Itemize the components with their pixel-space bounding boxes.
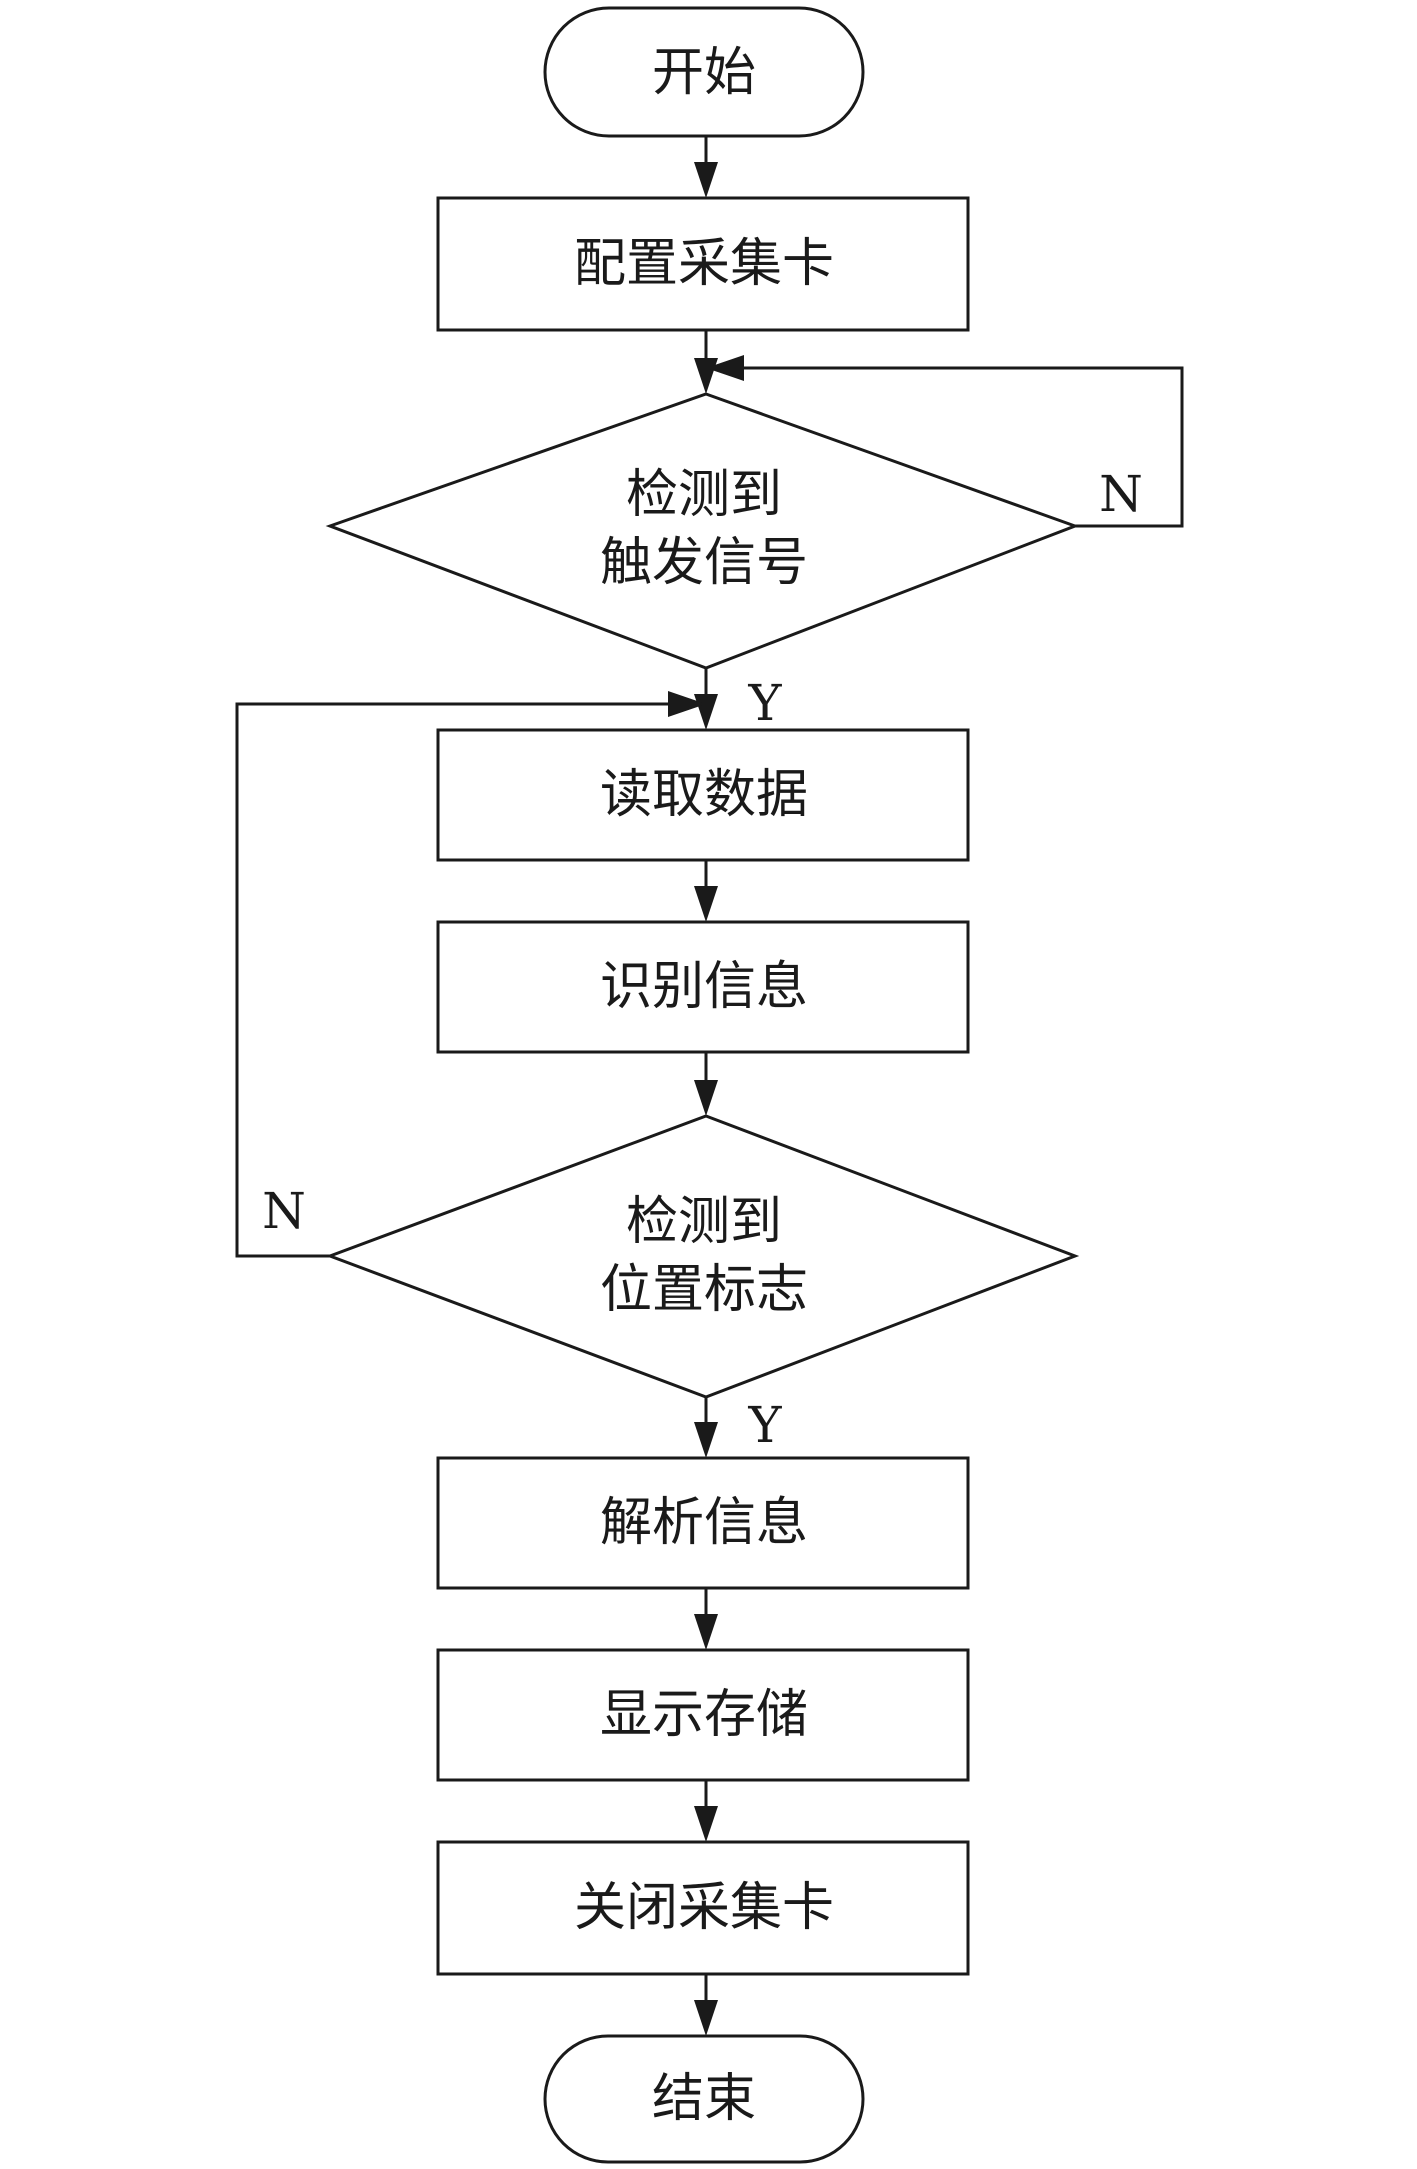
decision-position-line1: 检测到 xyxy=(626,1192,782,1252)
decision-trigger-line2: 触发信号 xyxy=(600,533,808,593)
decision-trigger-no-label: N xyxy=(1099,465,1143,523)
start-terminal xyxy=(543,6,865,138)
decision-position-mark xyxy=(325,1114,1080,1399)
no-loop-position xyxy=(235,702,672,1258)
arrow-head xyxy=(694,1806,718,1842)
arrow-head xyxy=(694,694,718,730)
arrow-head xyxy=(694,1422,718,1458)
identify-info-label: 识别信息 xyxy=(600,957,808,1017)
decision-position-yes-label: Y xyxy=(747,1396,782,1454)
read-data-box xyxy=(436,728,970,862)
no-loop-trigger xyxy=(740,366,1184,528)
decision-trigger-line1: 检测到 xyxy=(626,465,782,525)
arrow-head xyxy=(668,691,706,717)
start-label: 开始 xyxy=(652,43,756,103)
parse-info-label: 解析信息 xyxy=(600,1493,808,1553)
arrow-head xyxy=(706,355,744,381)
end-terminal xyxy=(543,2034,865,2164)
identify-info-box xyxy=(436,920,970,1054)
display-store-box xyxy=(436,1648,970,1782)
configure-card-box xyxy=(436,196,970,332)
close-card-box xyxy=(436,1840,970,1976)
display-store-label: 显示存储 xyxy=(600,1685,808,1745)
arrow-head xyxy=(694,1080,718,1116)
arrow-head xyxy=(694,162,718,198)
parse-info-box xyxy=(436,1456,970,1590)
decision-trigger-signal xyxy=(325,392,1080,670)
arrow-head xyxy=(694,358,718,394)
close-card-label: 关闭采集卡 xyxy=(574,1878,834,1938)
decision-position-no-label: N xyxy=(262,1182,306,1240)
decision-trigger-yes-label: Y xyxy=(747,674,782,732)
arrow-head xyxy=(694,1614,718,1650)
read-data-label: 读取数据 xyxy=(600,765,808,825)
decision-position-line2: 位置标志 xyxy=(600,1260,808,1320)
arrow-head xyxy=(694,2000,718,2036)
configure-card-label: 配置采集卡 xyxy=(574,234,834,294)
arrow-head xyxy=(694,886,718,922)
end-label: 结束 xyxy=(652,2069,756,2129)
